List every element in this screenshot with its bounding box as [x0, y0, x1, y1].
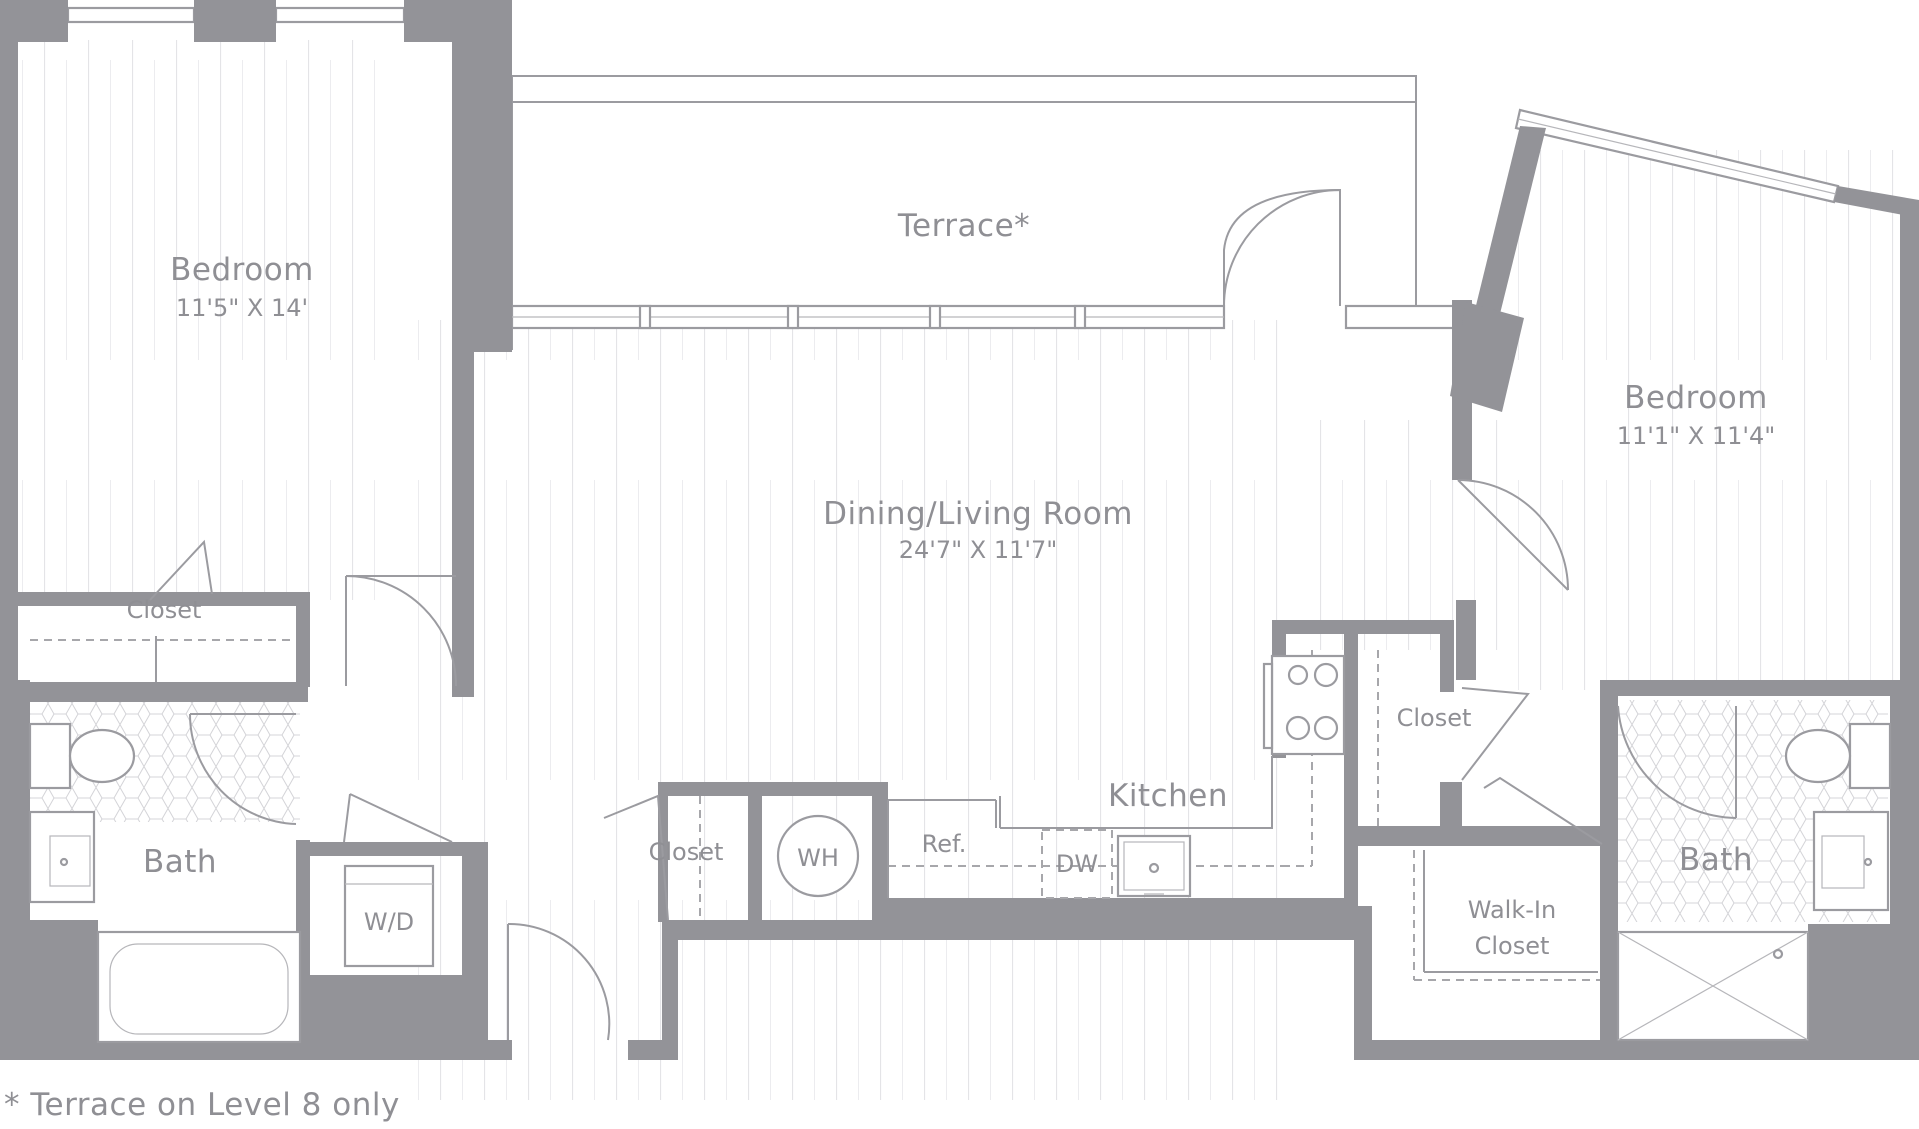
closet-details: [30, 636, 1600, 981]
refrigerator-label: Ref.: [922, 830, 967, 858]
living-room-label: Dining/Living Room: [823, 496, 1133, 532]
water-heater-label: WH: [797, 844, 839, 872]
closet-right-label: Closet: [1397, 704, 1472, 732]
walkin-closet-label-1: Walk-In: [1468, 896, 1556, 924]
closet-center-label: Closet: [649, 838, 724, 866]
living-room-dims: 24'7" X 11'7": [899, 536, 1058, 564]
dishwasher-label: DW: [1056, 850, 1098, 878]
bath-left-fixtures: [28, 722, 435, 1044]
closet-left-label: Closet: [127, 596, 202, 624]
bedroom-right-dims: 11'1" X 11'4": [1617, 422, 1776, 450]
doors: [149, 188, 1737, 1041]
kitchen-counter: [887, 650, 1346, 899]
washer-dryer-label: W/D: [364, 908, 414, 936]
bedroom-left-label: Bedroom: [170, 252, 314, 288]
bedroom-left-dims: 11'5" X 14': [176, 294, 308, 322]
terrace-label: Terrace*: [897, 208, 1030, 244]
kitchen-label: Kitchen: [1108, 778, 1228, 814]
bath-right-fixtures: [1616, 722, 1892, 1042]
bath-right-label: Bath: [1679, 842, 1753, 878]
water-heater-icon: [776, 814, 860, 898]
floor-boards: [18, 40, 1908, 1100]
bedroom-right-label: Bedroom: [1624, 380, 1768, 416]
footnote: * Terrace on Level 8 only: [4, 1087, 400, 1123]
bath-left-label: Bath: [143, 844, 217, 880]
walls: [0, 0, 1919, 1060]
walkin-closet-label-2: Closet: [1475, 932, 1550, 960]
